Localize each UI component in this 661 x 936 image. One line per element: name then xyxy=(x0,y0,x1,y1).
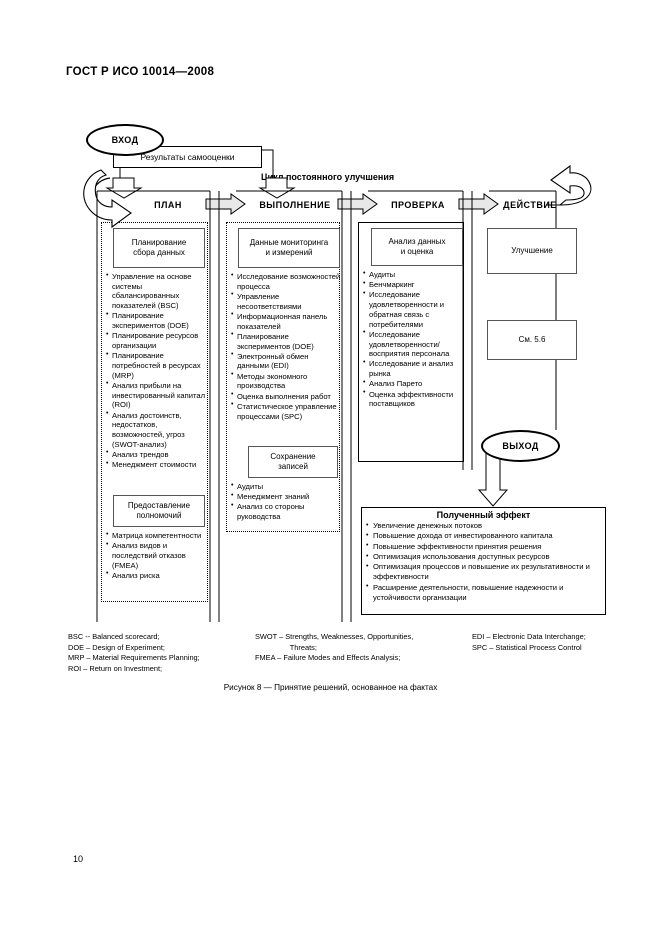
list-item: Бенчмаркинг xyxy=(363,280,465,290)
list-item: Анализ видов и последствий отказов (FMEA… xyxy=(106,541,206,570)
phase-title-act: ДЕЙСТВИЕ xyxy=(503,200,557,210)
phase-title-plan: ПЛАН xyxy=(154,200,182,210)
list-item: Оценка эффективности поставщиков xyxy=(363,389,465,409)
do-bullet-list-2: Аудиты Менеджмент знаний Анализ со сторо… xyxy=(231,482,343,522)
act-mid-box: См. 5.6 xyxy=(487,320,577,360)
list-item: Анализ достоинств, недостатков, возможно… xyxy=(106,410,206,450)
list-item: Статистическое управление процессами (SP… xyxy=(231,401,341,421)
list-item: Менеджмент знаний xyxy=(231,492,343,502)
output-oval: ВЫХОД xyxy=(481,430,560,462)
legend-column-3: EDI – Electronic Data Interchange; SPC –… xyxy=(472,632,586,652)
do-head-box-label: Данные мониторинга и измерений xyxy=(249,238,329,257)
list-item: Оптимизация процессов и повышение их рез… xyxy=(366,562,601,582)
plan-bullet-list-2: Матрица компетентности Анализ видов и по… xyxy=(106,531,206,581)
list-item: Оптимизация использования доступных ресу… xyxy=(366,552,601,562)
list-item: Информационная панель показателей xyxy=(231,311,341,331)
cycle-label: Цикл постоянного улучшения xyxy=(261,172,395,182)
list-item: Управление на основе системы сбалансиров… xyxy=(106,272,206,311)
plan-head-box-label: Планирование сбора данных xyxy=(131,238,187,257)
effect-box: Полученный эффект Увеличение денежных по… xyxy=(361,507,606,615)
act-mid-box-label: См. 5.6 xyxy=(518,335,546,344)
input-oval: ВХОД xyxy=(86,124,164,156)
list-item: Повышение дохода от инвестированного кап… xyxy=(366,531,601,541)
act-head-box: Улучшение xyxy=(487,228,577,274)
check-head-box-label: Анализ данных и оценка xyxy=(388,237,446,256)
list-item: Анализ прибыли на инвестированный капита… xyxy=(106,380,206,410)
list-item: Аудиты xyxy=(363,270,465,280)
output-oval-label: ВЫХОД xyxy=(502,441,539,451)
do-head-box: Данные мониторинга и измерений xyxy=(238,228,340,268)
list-item: Планирование потребностей в ресурсах (MR… xyxy=(106,351,206,380)
check-bullet-list: Аудиты Бенчмаркинг Исследование удовлетв… xyxy=(363,270,465,410)
list-item: Исследование и анализ рынка xyxy=(363,359,465,378)
list-item: Оценка выполнения работ xyxy=(231,391,341,402)
do-mid-box-label: Сохранение записей xyxy=(270,452,316,471)
list-item: Повышение эффективности принятия решения xyxy=(366,541,601,552)
list-item: Управление несоответствиями xyxy=(231,291,341,311)
plan-head-box: Планирование сбора данных xyxy=(113,228,205,268)
plan-bullet-list: Управление на основе системы сбалансиров… xyxy=(106,272,206,470)
standard-header: ГОСТ Р ИСО 10014—2008 xyxy=(66,66,215,78)
list-item: Исследование удовлетворенности/ восприят… xyxy=(363,329,465,359)
act-head-box-label: Улучшение xyxy=(511,246,553,255)
effect-box-title: Полученный эффект xyxy=(436,510,531,520)
input-oval-label: ВХОД xyxy=(111,135,139,145)
plan-column-frame xyxy=(101,222,208,602)
list-item: Анализ риска xyxy=(106,570,206,581)
list-item: Методы экономного производства xyxy=(231,371,341,391)
list-item: Менеджмент стоимости xyxy=(106,460,206,470)
plan-mid-box: Предоставление полномочий xyxy=(113,495,205,527)
do-bullet-list: Исследование возможностей процесса Управ… xyxy=(231,271,341,422)
list-item: Расширение деятельности, повышение надеж… xyxy=(366,582,601,603)
phase-title-check: ПРОВЕРКА xyxy=(391,200,445,210)
page-number: 10 xyxy=(73,854,84,864)
plan-mid-box-label: Предоставление полномочий xyxy=(127,501,191,520)
legend-column-2: SWOT – Strengths, Weaknesses, Opportunit… xyxy=(255,632,414,663)
list-item: Электронный обмен данными (EDI) xyxy=(231,351,341,371)
list-item: Матрица компетентности xyxy=(106,531,206,541)
effect-bullet-list: Увеличение денежных потоков Повышение до… xyxy=(362,521,605,602)
list-item: Исследование удовлетворенности и обратна… xyxy=(363,290,465,329)
figure-caption: Рисунок 8 — Принятие решений, основанное… xyxy=(223,683,438,692)
list-item: Исследование возможностей процесса xyxy=(231,271,341,291)
list-item: Аудиты xyxy=(231,482,343,492)
do-mid-box: Сохранение записей xyxy=(248,446,338,478)
list-item: Планирование ресурсов организации xyxy=(106,331,206,350)
legend-column-1: BSC -- Balanced scorecard; DOE – Design … xyxy=(68,632,200,674)
self-assessment-label: Результаты самооценки xyxy=(140,152,235,162)
check-head-box: Анализ данных и оценка xyxy=(371,228,463,266)
list-item: Анализ трендов xyxy=(106,449,206,460)
phase-title-do: ВЫПОЛНЕНИЕ xyxy=(259,200,331,210)
list-item: Планирование экспериментов (DOE) xyxy=(106,311,206,330)
list-item: Анализ со стороны руководства xyxy=(231,502,343,521)
list-item: Анализ Парето xyxy=(363,379,465,389)
list-item: Планирование экспериментов (DOE) xyxy=(231,331,341,351)
list-item: Увеличение денежных потоков xyxy=(366,521,601,531)
